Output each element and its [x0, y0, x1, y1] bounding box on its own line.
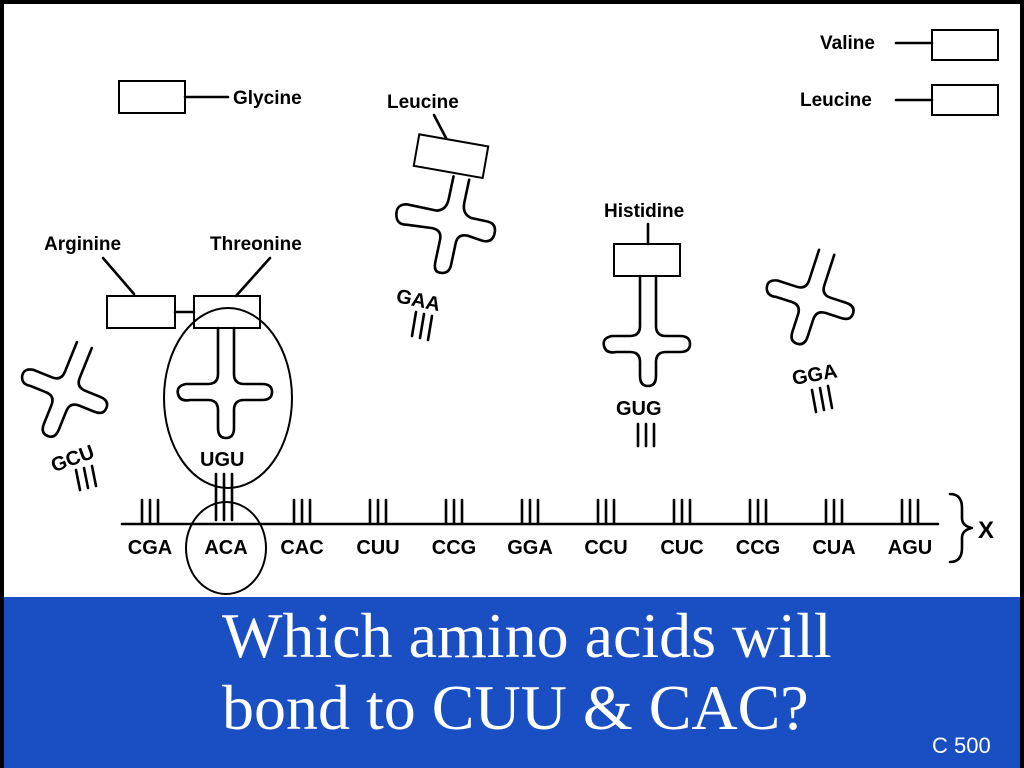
leucine-key-label: Leucine	[800, 90, 872, 111]
mrna-codon: ACA	[204, 537, 247, 559]
gcu-bonds	[74, 464, 98, 492]
points-label: C 500	[932, 733, 991, 758]
mrna-codon: CUA	[812, 537, 855, 559]
mrna-codon: CUC	[660, 537, 703, 559]
leucine-key: Leucine	[800, 84, 999, 116]
glycine-answer-box[interactable]	[118, 80, 186, 114]
histidine-amino-box	[613, 243, 681, 277]
arginine-label: Arginine	[44, 234, 121, 255]
threonine-amino-box	[193, 295, 261, 329]
leucine-trna-body	[395, 175, 497, 275]
gga-trna-body	[765, 248, 855, 346]
gga-bonds	[810, 384, 834, 414]
leucine-answer-box[interactable]	[931, 84, 999, 116]
valine-label: Valine	[820, 33, 875, 54]
mrna-codon: CUU	[356, 537, 399, 559]
trna-gcu: GCU	[20, 340, 109, 492]
trna-gga: GGA	[765, 248, 855, 414]
arginine-amino-box	[106, 295, 176, 329]
ugu-aca-bonds	[214, 472, 234, 522]
mrna-codon: CCU	[584, 537, 627, 559]
anticodon-gcu: GCU	[48, 441, 97, 477]
codon-labels: CGA ACA CAC CUU CCG GGA CCU CUC CCG CUA AGU	[128, 537, 932, 559]
question-line-1: Which amino acids will	[222, 600, 832, 671]
question-line-2: bond to CUU & CAC?	[222, 672, 809, 743]
leucine-pointer	[432, 113, 448, 140]
valine-key: Valine	[820, 29, 999, 61]
leucine-trna-label: Leucine	[387, 92, 459, 113]
glycine-key: Glycine	[118, 80, 302, 114]
arginine-pointer	[101, 256, 136, 296]
trna-highlight-circle	[163, 307, 293, 489]
histidine-trna-body	[602, 274, 692, 388]
question-text: Which amino acids will bond to CUU & CAC…	[222, 600, 982, 744]
mrna-codon: GGA	[507, 537, 553, 559]
anticodon-ugu: UGU	[200, 449, 244, 471]
trna-threonine-complex: Arginine Threonine UGU	[44, 234, 302, 595]
anticodon-gaa: GAA	[394, 285, 442, 316]
translation-diagram: Valine Leucine Glycine Leucine GAA	[20, 29, 999, 595]
mrna-codon: CGA	[128, 537, 172, 559]
threonine-pointer	[234, 256, 272, 298]
question-banner	[0, 597, 1024, 768]
threonine-trna-body	[176, 326, 274, 440]
trna-histidine: Histidine GUG	[602, 201, 692, 448]
gcu-trna-body	[20, 340, 109, 439]
leucine-amino-box	[412, 133, 490, 180]
brace-label-x: X	[978, 517, 994, 544]
histidine-label: Histidine	[604, 201, 684, 222]
mrna-codon: CAC	[280, 537, 323, 559]
trna-leucine: Leucine GAA	[387, 92, 497, 342]
anticodon-gug: GUG	[616, 398, 662, 420]
codon-brace	[948, 492, 974, 564]
gaa-bonds	[410, 310, 434, 342]
mrna-strand: CGA ACA CAC CUU CCG GGA CCU CUC CCG CUA AGU X	[120, 492, 994, 564]
gug-bonds	[636, 422, 656, 448]
mrna-codon: CCG	[432, 537, 476, 559]
glycine-label: Glycine	[233, 88, 302, 109]
anticodon-gga: GGA	[790, 360, 839, 390]
threonine-label: Threonine	[210, 234, 302, 255]
valine-answer-box[interactable]	[931, 29, 999, 61]
codon-highlight-circle	[185, 501, 267, 595]
codon-ticks	[140, 498, 920, 526]
mrna-codon: AGU	[888, 537, 932, 559]
mrna-codon: CCG	[736, 537, 780, 559]
